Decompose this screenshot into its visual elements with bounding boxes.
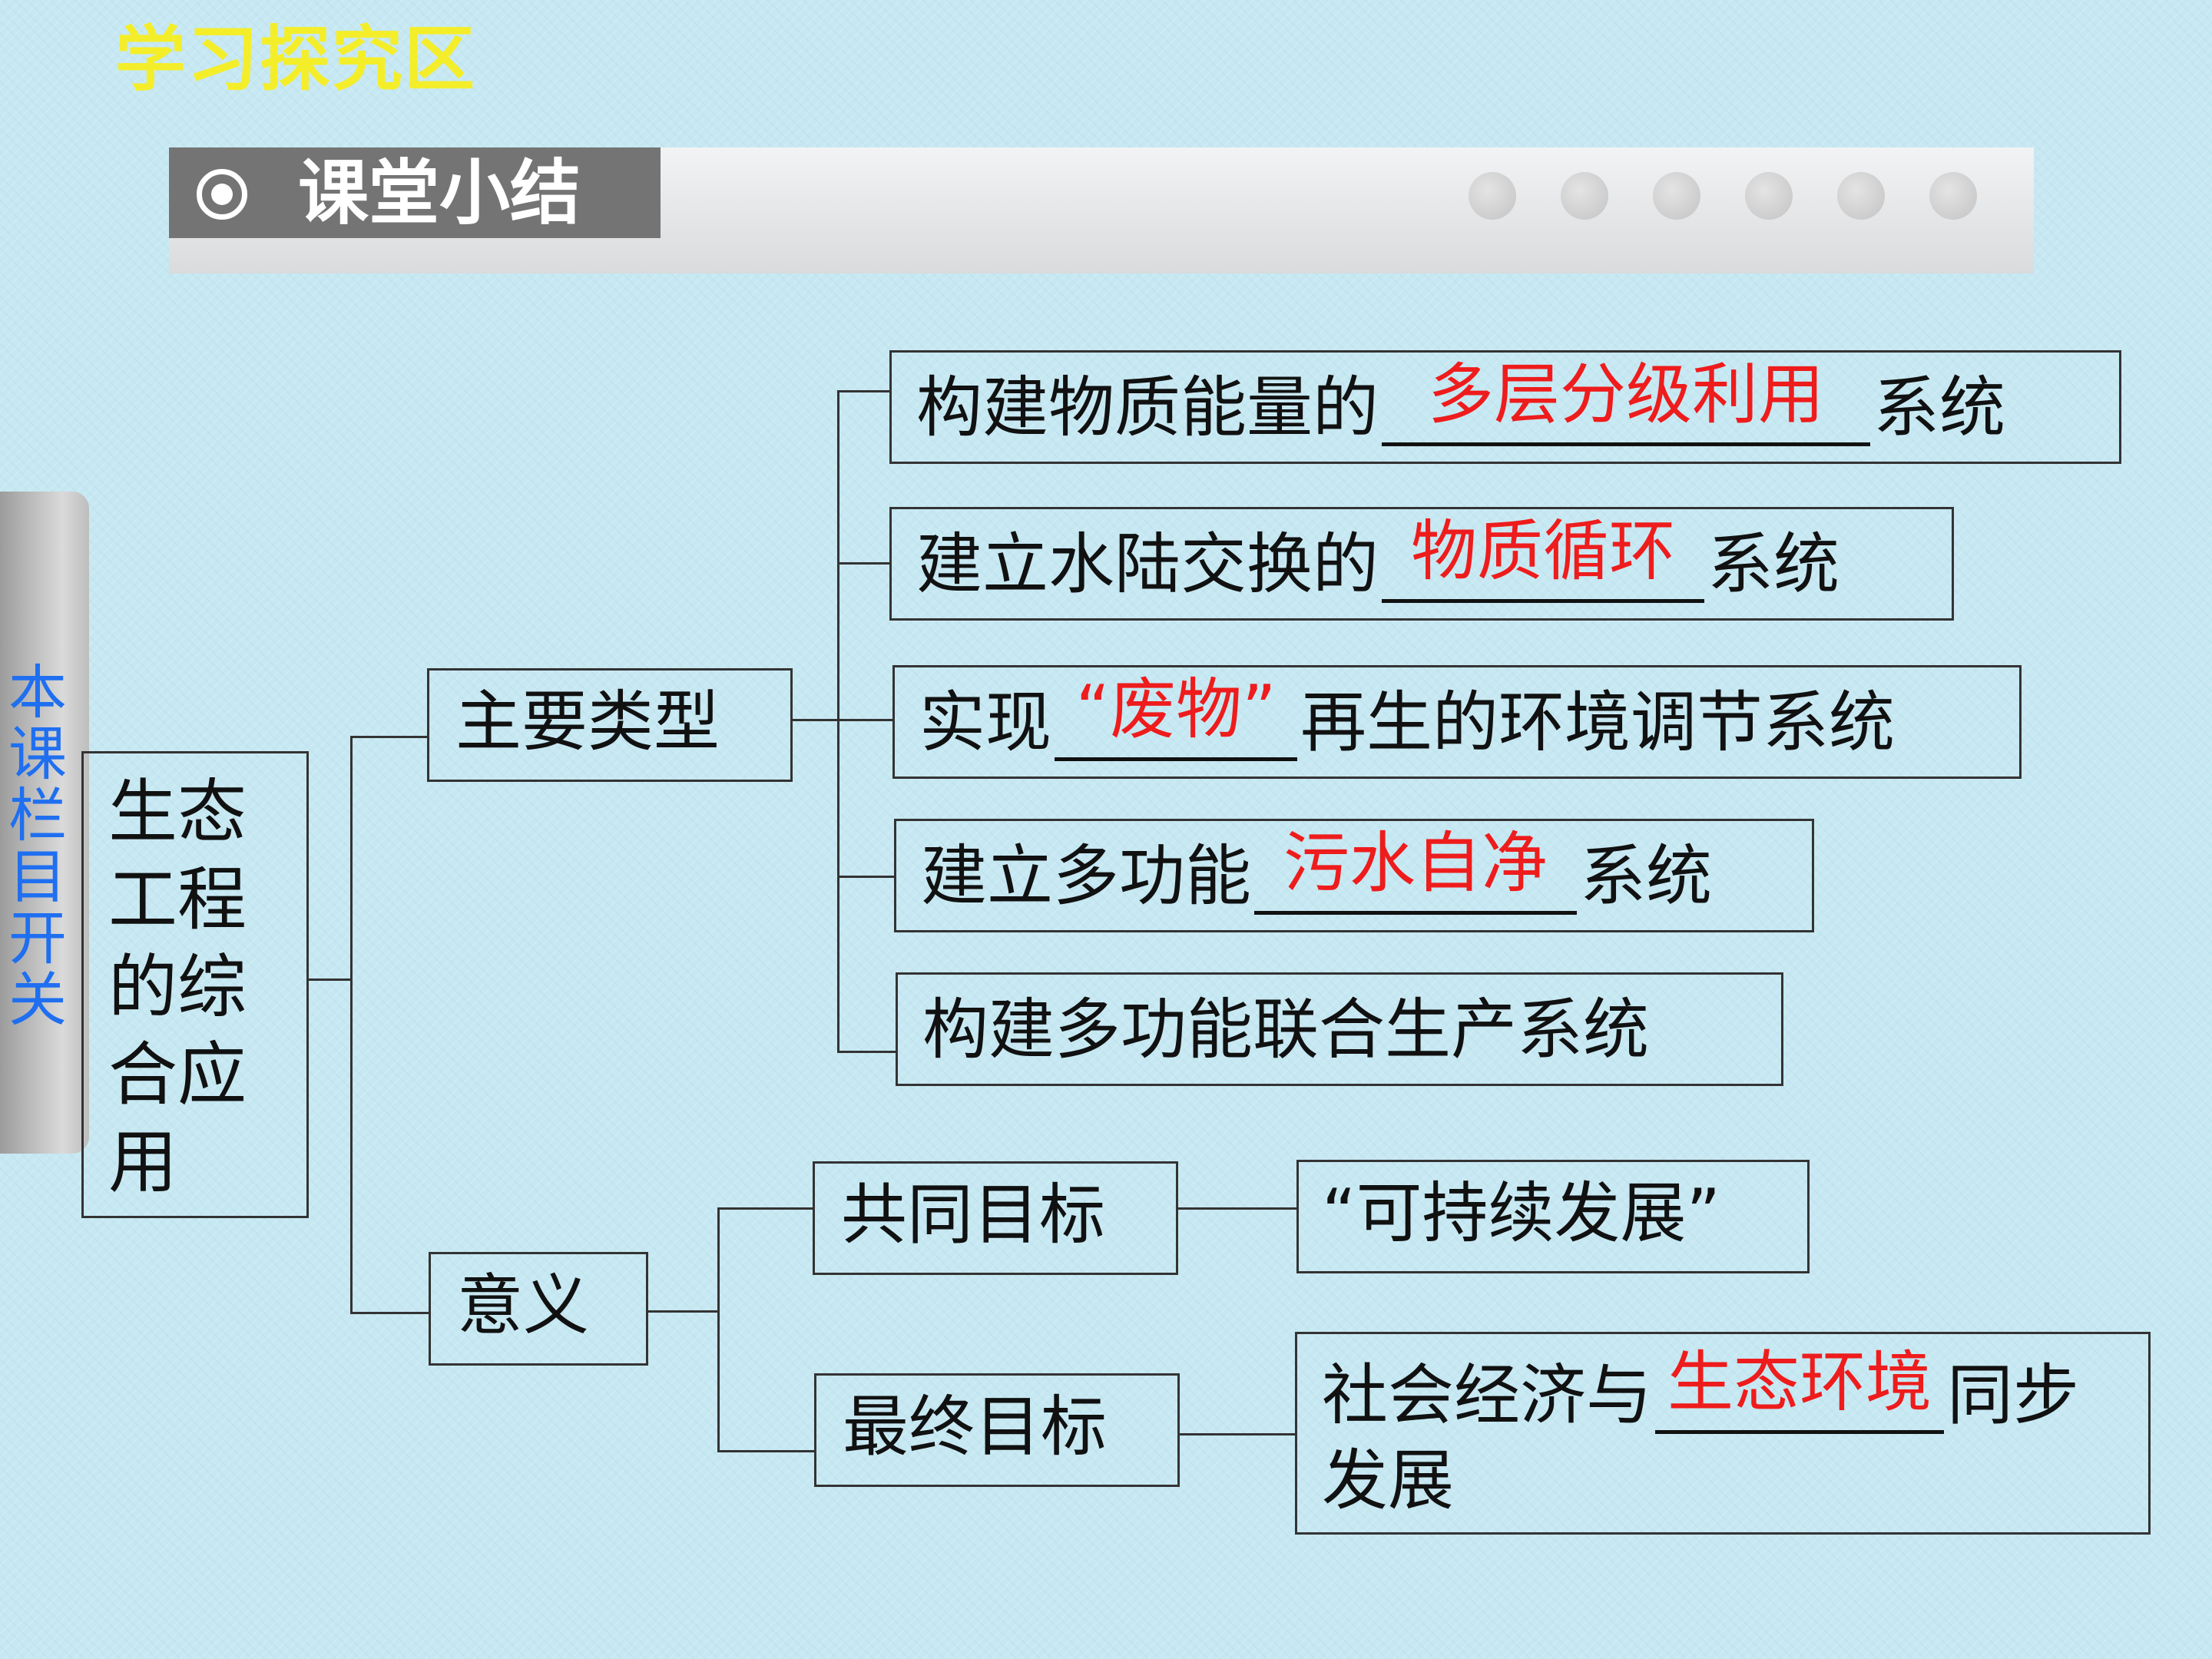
type-item-3-answer: “废物” <box>1075 671 1277 749</box>
type-item-4: 建立多功能 污水自净 系统 <box>894 819 1814 932</box>
connector <box>837 562 889 565</box>
dot-icon <box>1561 172 1608 220</box>
connector <box>350 736 353 1312</box>
answer-blank: “废物” <box>1055 672 1297 761</box>
type-item-4-suffix: 系统 <box>1580 838 1712 916</box>
type-item-1-suffix: 系统 <box>1873 369 2005 447</box>
meaning-box: 意义 <box>429 1252 648 1366</box>
connector <box>648 1310 717 1313</box>
type-item-5: 构建多功能联合生产系统 <box>896 972 1783 1086</box>
dot-icon <box>1929 172 1977 220</box>
type-item-2-text: 建立水陆交换的 <box>916 526 1379 604</box>
dot-icon <box>1653 172 1700 220</box>
type-item-2-answer: 物质循环 <box>1411 513 1675 591</box>
common-goal-box: 共同目标 <box>813 1161 1178 1275</box>
type-item-2-suffix: 系统 <box>1707 526 1839 604</box>
dot-icon <box>1837 172 1885 220</box>
type-item-3-text: 实现 <box>919 684 1051 762</box>
root-box: 生态工程的综合应用 <box>81 751 309 1218</box>
type-item-1-text: 构建物质能量的 <box>916 369 1379 447</box>
header-label: 课堂小结 <box>298 152 581 234</box>
connector <box>793 719 837 721</box>
answer-blank: 生态环境 <box>1655 1345 1944 1434</box>
connector <box>717 1207 814 1210</box>
connector <box>837 876 894 878</box>
type-item-4-answer: 污水自净 <box>1283 825 1548 902</box>
final-goal-answer: 生态环境 <box>1667 1344 1932 1422</box>
common-goal-value: “可持续发展” <box>1322 1175 1721 1252</box>
connector <box>350 1312 430 1314</box>
connector <box>350 736 429 738</box>
type-item-1: 构建物质能量的 多层分级利用 系统 <box>889 350 2121 464</box>
type-item-5-text: 构建多功能联合生产系统 <box>922 992 1649 1069</box>
final-goal-text: 社会经济与 <box>1322 1357 1652 1435</box>
connector <box>837 1051 896 1053</box>
final-goal-label: 最终目标 <box>843 1389 1107 1465</box>
type-item-4-text: 建立多功能 <box>921 838 1251 916</box>
types-box: 主要类型 <box>427 668 793 782</box>
connector <box>837 719 892 721</box>
connector <box>837 390 889 392</box>
types-label: 主要类型 <box>455 684 720 760</box>
answer-blank: 多层分级利用 <box>1382 357 1870 446</box>
answer-blank: 物质循环 <box>1382 514 1704 603</box>
final-goal-suffix: 同步 <box>1947 1357 2079 1435</box>
header-tab <box>169 147 661 238</box>
side-tab-button[interactable] <box>0 492 89 1154</box>
type-item-3-suffix: 再生的环境调节系统 <box>1300 684 1895 762</box>
dot-icon <box>1469 172 1516 220</box>
type-item-2: 建立水陆交换的 物质循环 系统 <box>889 507 1954 621</box>
connector <box>717 1207 720 1452</box>
type-item-3: 实现 “废物” 再生的环境调节系统 <box>892 665 2022 779</box>
meaning-label: 意义 <box>457 1267 589 1344</box>
connector <box>717 1450 816 1452</box>
connector <box>1178 1207 1298 1210</box>
answer-blank: 污水自净 <box>1254 826 1577 915</box>
section-title: 学习探究区 <box>115 18 477 101</box>
connector <box>1180 1433 1295 1435</box>
connector <box>309 979 350 981</box>
radio-icon <box>197 169 247 220</box>
side-tab-label[interactable]: 本课栏目开关 <box>8 658 67 1034</box>
dot-icon <box>1745 172 1793 220</box>
root-label: 生态工程的综合应用 <box>108 772 247 1203</box>
type-item-1-answer: 多层分级利用 <box>1428 356 1824 434</box>
final-goal-box: 最终目标 <box>814 1373 1180 1487</box>
final-goal-line2: 发展 <box>1322 1442 1454 1519</box>
common-goal-value-box: “可持续发展” <box>1296 1160 1810 1273</box>
final-goal-value-box: 社会经济与 生态环境 同步 发展 <box>1295 1332 2151 1535</box>
common-goal-label: 共同目标 <box>841 1177 1105 1253</box>
